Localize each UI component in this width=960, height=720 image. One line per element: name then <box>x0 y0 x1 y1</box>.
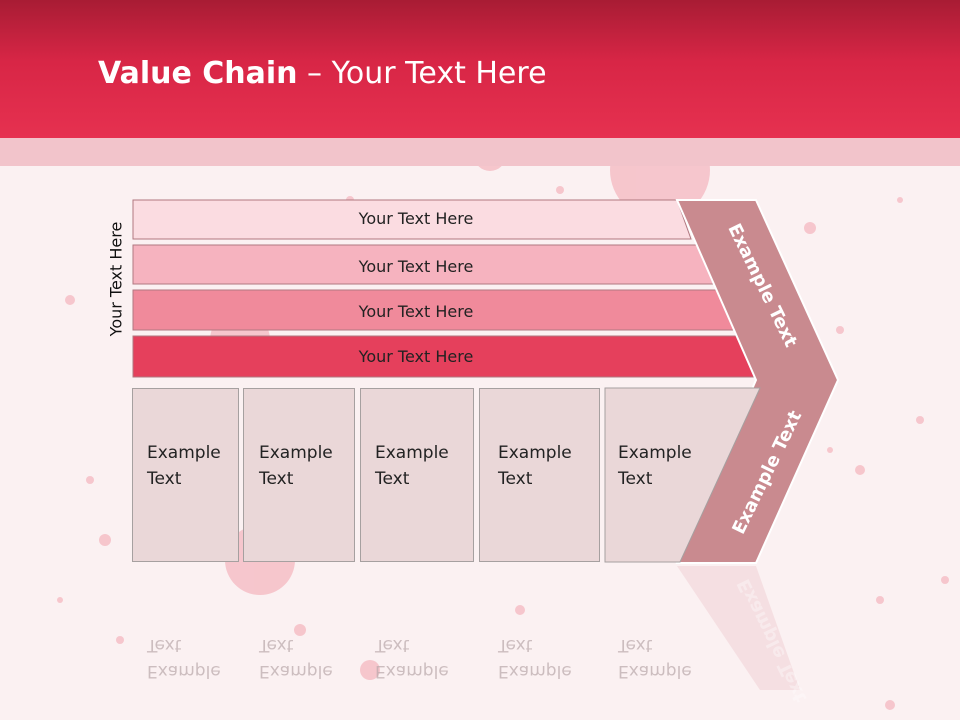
bar-3-label: Your Text Here <box>358 302 474 321</box>
box-2-reflection-text: Example Text <box>259 635 333 681</box>
box-2-label: Example Text <box>259 443 333 489</box>
title-rest: – Your Text Here <box>297 56 547 91</box>
bar-4-label: Your Text Here <box>358 347 474 366</box>
box-1-label: Example Text <box>147 443 221 489</box>
box-5-reflection-text: Example Text <box>618 635 692 681</box>
header-bar <box>0 0 960 138</box>
box-1-reflection-text: Example Text <box>147 635 221 681</box>
box-5-shape <box>604 387 761 563</box>
slide-title: Value Chain – Your Text Here <box>98 54 547 94</box>
box-3-label: Example Text <box>375 443 449 489</box>
box-3-reflection-text: Example Text <box>375 635 449 681</box>
box-1 <box>132 388 239 562</box>
chevron-reflection <box>677 566 800 690</box>
box-3 <box>360 388 474 562</box>
box-4-label: Example Text <box>498 443 572 489</box>
box-2 <box>243 388 355 562</box>
box-4 <box>479 388 600 562</box>
box-5-label: Example Text <box>618 443 692 489</box>
box-4-reflection-text: Example Text <box>498 635 572 681</box>
title-bold: Value Chain <box>98 56 298 91</box>
header-band <box>0 138 960 166</box>
bar-2-label: Your Text Here <box>358 257 474 276</box>
bar-1-label: Your Text Here <box>358 209 474 228</box>
bar-1 <box>132 199 692 240</box>
